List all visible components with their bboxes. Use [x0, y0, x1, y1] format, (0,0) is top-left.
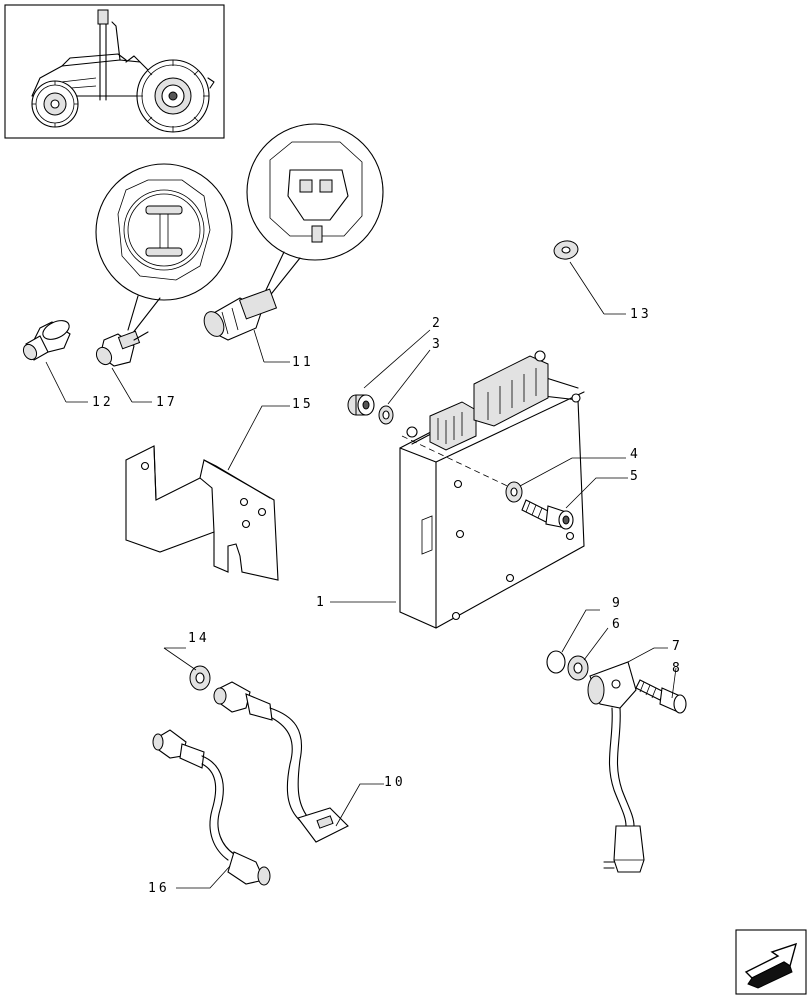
- leader-lines: [45, 261, 677, 889]
- bolt-part-5: [521, 499, 574, 530]
- sensor-part-17: [95, 163, 233, 367]
- callout-5: 5: [630, 469, 641, 484]
- sensor-part-10: [213, 681, 349, 843]
- washer-part-3: [378, 405, 394, 425]
- callout-12: 12: [92, 395, 114, 410]
- next-page-arrow-icon: [744, 942, 798, 989]
- bolt-part-8: [635, 679, 687, 714]
- washer-part-6: [567, 655, 589, 681]
- callout-2: 2: [432, 316, 443, 331]
- callout-11: 11: [292, 355, 314, 370]
- callout-13: 13: [630, 307, 652, 322]
- callout-15: 15: [292, 397, 314, 412]
- callout-7: 7: [672, 639, 683, 654]
- control-unit-part-1: [399, 350, 585, 629]
- callout-4: 4: [630, 447, 641, 462]
- sensor-part-16: [152, 729, 271, 886]
- sensor-part-11: [203, 123, 384, 341]
- callout-3: 3: [432, 337, 443, 352]
- next-page-arrow-button[interactable]: [735, 929, 807, 995]
- callout-14: 14: [188, 631, 210, 646]
- callout-6: 6: [612, 617, 623, 632]
- callout-10: 10: [384, 775, 406, 790]
- o-ring-part-9: [546, 650, 566, 674]
- speed-sensor-part-7: [587, 661, 645, 873]
- callout-8: 8: [672, 661, 683, 676]
- callout-1: 1: [316, 595, 327, 610]
- washer-part-4: [505, 481, 523, 503]
- sensor-part-12: [22, 320, 71, 361]
- callout-9: 9: [612, 596, 623, 611]
- tractor-thumbnail: [4, 4, 225, 139]
- washer-part-13: [553, 240, 579, 260]
- bracket-part-15: [125, 445, 279, 581]
- callout-16: 16: [148, 881, 170, 896]
- callout-labels: 2 3 4 5 1 9 6 7 8 10 11 12 13 14 15 16 1…: [92, 307, 683, 896]
- spacer-part-2: [347, 394, 375, 416]
- callout-17: 17: [156, 395, 178, 410]
- washer-part-14: [189, 665, 211, 691]
